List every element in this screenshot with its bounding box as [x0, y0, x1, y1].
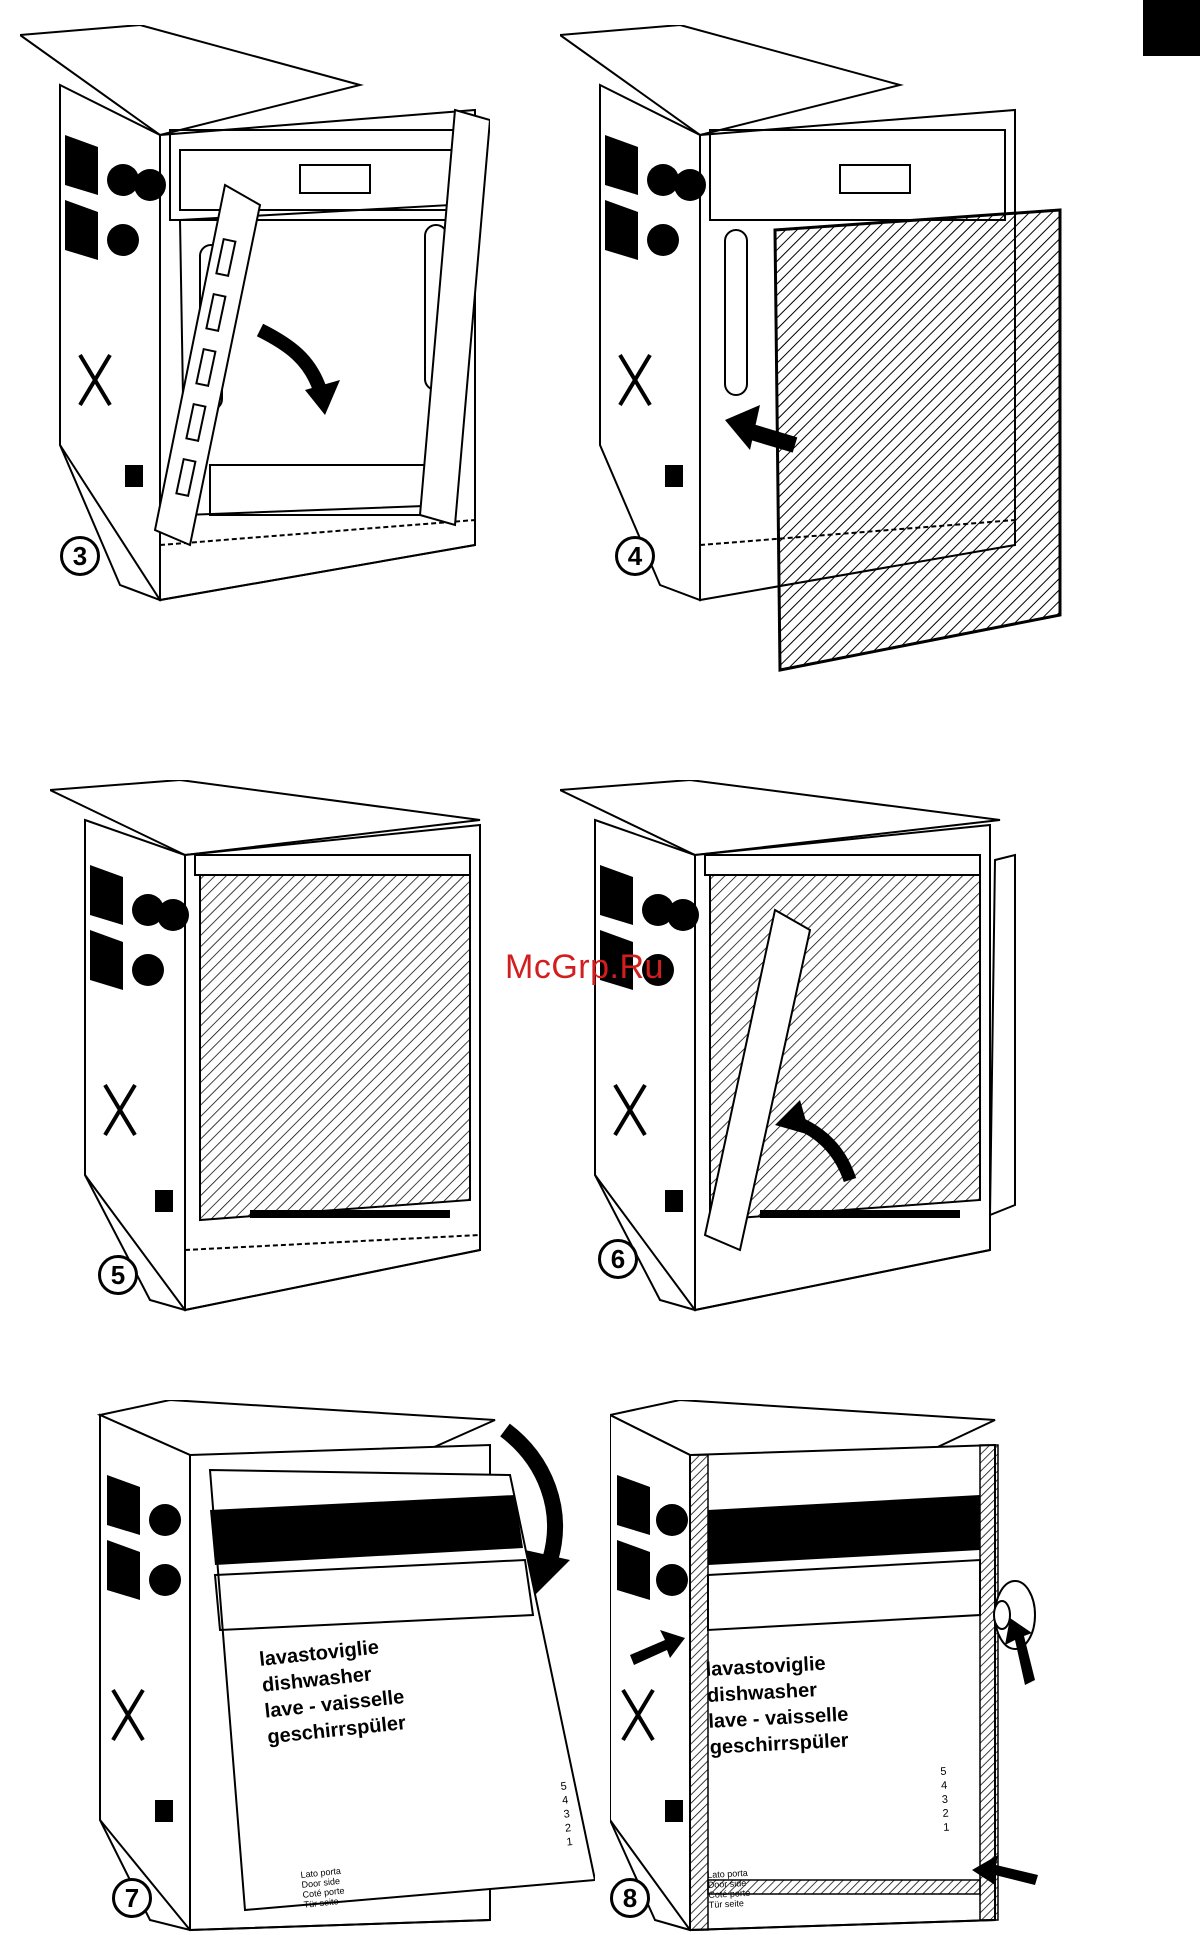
page-tab-marker [1143, 0, 1200, 56]
step-number-6: 6 [598, 1239, 638, 1279]
stack-4: 4 [941, 1779, 948, 1793]
step-number-7: 7 [112, 1878, 152, 1918]
stack-2: 2 [942, 1807, 949, 1821]
stack-5: 5 [940, 1765, 947, 1779]
step-number-4: 4 [615, 536, 655, 576]
umbrella-icon [157, 899, 189, 931]
door-side-note: Lato porta Door side Coté porte Tür seit… [300, 1866, 346, 1910]
decor-panel [775, 210, 1060, 670]
panel-fitted-diagram [50, 780, 490, 1320]
umbrella-icon [134, 169, 166, 201]
umbrella-icon [656, 1504, 688, 1536]
step-5-illustration [50, 780, 490, 1320]
carton-label-lines: lavastoviglie dishwasher lave - vaissell… [258, 1632, 408, 1750]
decor-panel [200, 875, 470, 1220]
forklift-icon [125, 465, 143, 487]
step-number-5: 5 [98, 1255, 138, 1295]
forklift-icon [665, 1190, 683, 1212]
forklift-icon [155, 1800, 173, 1822]
forklift-icon [665, 1800, 683, 1822]
step-4-illustration [560, 25, 1070, 675]
wine-glass-icon [149, 1564, 181, 1596]
wine-glass-icon [132, 954, 164, 986]
stack-3: 3 [941, 1793, 948, 1807]
umbrella-icon [667, 899, 699, 931]
step-number-8: 8 [610, 1878, 650, 1918]
dishwasher-door-removal-diagram [20, 25, 490, 610]
step-number-3: 3 [60, 536, 100, 576]
trim-refit-diagram [560, 780, 1030, 1320]
panel-install-diagram [560, 25, 1070, 675]
forklift-icon [155, 1190, 173, 1212]
step-3-illustration [20, 25, 490, 610]
wine-glass-icon [107, 224, 139, 256]
stack-1: 1 [566, 1835, 574, 1850]
wine-glass-icon [647, 224, 679, 256]
wine-glass-icon [656, 1564, 688, 1596]
stack-3: 3 [563, 1807, 571, 1822]
umbrella-icon [149, 1504, 181, 1536]
door-side-note-8: Lato porta Door side Coté porte Tür seit… [707, 1868, 751, 1910]
step-6-illustration [560, 780, 1030, 1320]
umbrella-icon [647, 164, 679, 196]
forklift-icon [665, 465, 683, 487]
umbrella-icon [674, 169, 706, 201]
stack-4: 4 [561, 1793, 569, 1808]
umbrella-icon [107, 164, 139, 196]
watermark: McGrp.Ru [505, 948, 664, 987]
stack-2: 2 [564, 1821, 572, 1836]
stack-1: 1 [943, 1821, 950, 1835]
carton-label-lines-8: lavastoviglie dishwasher lave - vaissell… [705, 1650, 850, 1761]
stack-5: 5 [560, 1779, 568, 1794]
